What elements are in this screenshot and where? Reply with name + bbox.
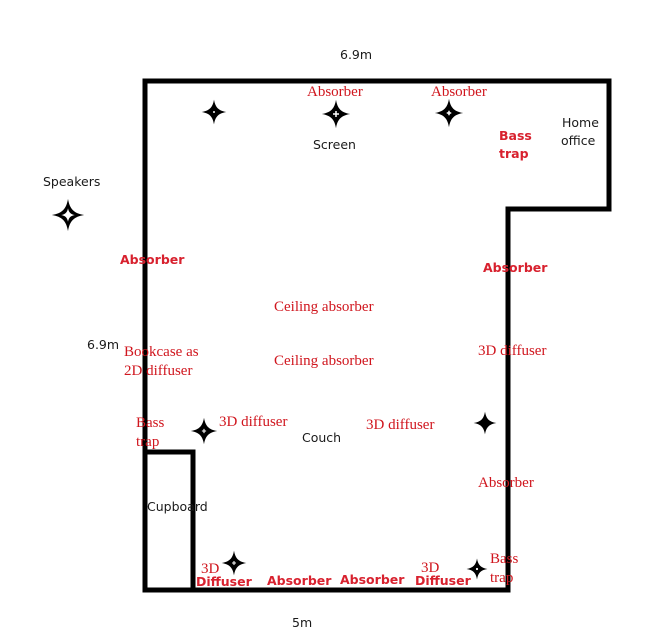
mid-3d-diffuser-left-label: 3D diffuser — [219, 414, 288, 430]
speaker-front-center-icon — [321, 99, 351, 129]
home-office-label-line1: Home — [562, 115, 599, 130]
right-3d-diffuser-label: 3D diffuser — [478, 343, 547, 359]
left-absorber-label: Absorber — [120, 252, 185, 267]
speaker-legend-icon — [51, 198, 85, 232]
bottom-3d-diffuser-right-label-line2: Diffuser — [415, 573, 471, 588]
bottom-3d-diffuser-right-label-line1: 3D — [421, 560, 440, 576]
cupboard-outline — [142, 449, 196, 593]
left-bass-trap-label-line1: Bass — [136, 415, 165, 431]
bookcase-diffuser-label-line2: 2D diffuser — [124, 363, 193, 379]
top-dimension-label: 6.9m — [340, 47, 373, 62]
left-dimension-label: 6.9m — [87, 337, 120, 352]
cupboard-label: Cupboard — [147, 499, 208, 514]
speaker-rear-left-icon — [221, 550, 247, 576]
couch-label: Couch — [302, 430, 342, 445]
top-absorber-1-label: Absorber — [307, 84, 363, 100]
bottom-absorber-1-label: Absorber — [267, 573, 332, 588]
bottom-bass-trap-label-line2: trap — [490, 570, 514, 586]
top-bass-trap-label-line2: trap — [499, 146, 529, 161]
top-absorber-2-label: Absorber — [431, 84, 487, 100]
speaker-front-left-icon — [201, 99, 227, 125]
room-outline — [142, 78, 612, 593]
bottom-3d-diffuser-left-label-line2: Diffuser — [196, 574, 252, 589]
ceiling-absorber-1-label: Ceiling absorber — [274, 299, 374, 315]
home-office-label-line2: office — [561, 133, 596, 148]
bottom-dimension-label: 5m — [292, 615, 313, 630]
left-bass-trap-label-line2: trap — [136, 434, 160, 450]
top-bass-trap-label-line1: Bass — [499, 128, 532, 143]
speaker-rear-right-icon — [466, 558, 488, 580]
right-absorber-lower-label: Absorber — [478, 475, 534, 491]
screen-label: Screen — [313, 137, 356, 152]
speaker-front-right-icon — [434, 98, 464, 128]
bottom-3d-diffuser-left-label-line1: 3D — [201, 561, 220, 577]
bookcase-diffuser-label-line1: Bookcase as — [124, 344, 199, 360]
speakers-legend-label: Speakers — [43, 174, 101, 189]
bottom-absorber-2-label: Absorber — [340, 572, 405, 587]
right-absorber-upper-label: Absorber — [483, 260, 548, 275]
bottom-bass-trap-label-line1: Bass — [490, 551, 519, 567]
speaker-side-left-icon — [190, 417, 218, 445]
speaker-side-right-icon — [473, 411, 497, 435]
mid-3d-diffuser-right-label: 3D diffuser — [366, 417, 435, 433]
ceiling-absorber-2-label: Ceiling absorber — [274, 353, 374, 369]
